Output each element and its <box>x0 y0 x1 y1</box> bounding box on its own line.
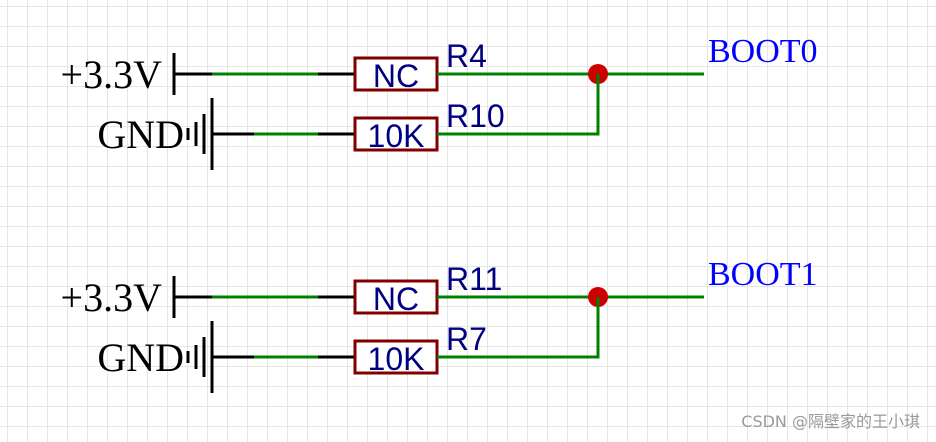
resistor-ref: R7 <box>446 321 487 357</box>
power-label: +3.3V <box>61 52 163 97</box>
circuit-boot0 <box>172 53 704 170</box>
net-label: BOOT1 <box>708 256 818 293</box>
resistor-body <box>353 56 439 92</box>
resistor-value: 10K <box>368 118 425 154</box>
resistor-body <box>353 339 439 375</box>
resistor-ref: R10 <box>446 98 505 134</box>
resistor-value: 10K <box>368 341 425 377</box>
circuit-boot1 <box>172 276 704 393</box>
resistor-ref: R4 <box>446 38 487 74</box>
resistor-value: NC <box>373 58 419 94</box>
resistor-body <box>353 116 439 152</box>
gnd-label: GND <box>97 335 184 380</box>
power-label: +3.3V <box>61 275 163 320</box>
resistor-body <box>353 279 439 315</box>
watermark: CSDN @隔壁家的王小琪 <box>741 412 920 431</box>
resistor-value: NC <box>373 281 419 317</box>
gnd-label: GND <box>97 112 184 157</box>
resistor-ref: R11 <box>446 261 502 297</box>
net-label: BOOT0 <box>708 33 818 70</box>
